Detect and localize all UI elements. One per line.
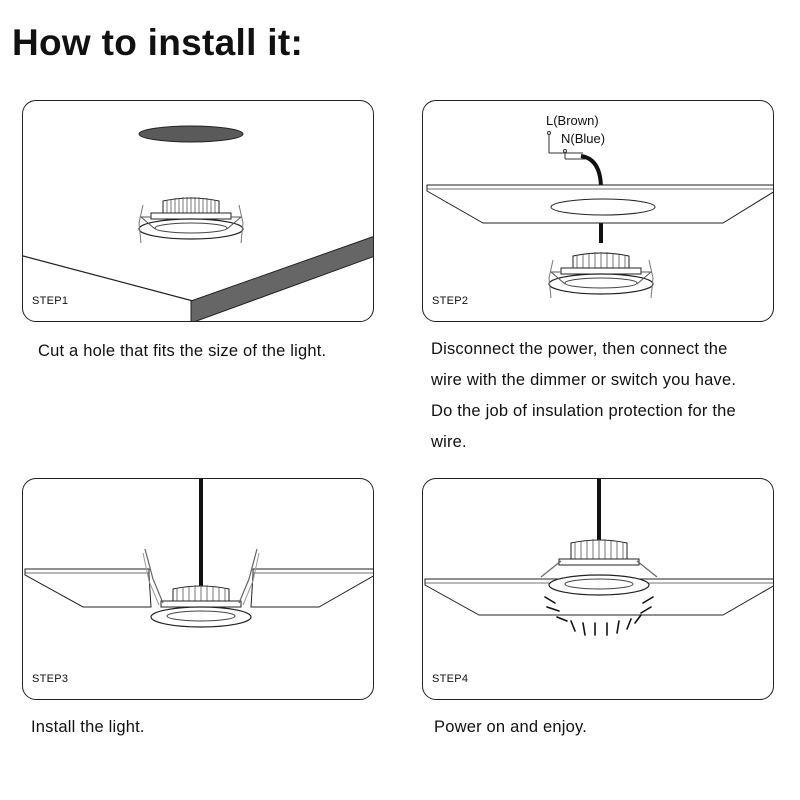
step3-illustration <box>24 479 373 628</box>
wire-leads <box>547 131 585 160</box>
caption-line: Cut a hole that fits the size of the lig… <box>38 342 327 360</box>
wire-label-live: L(Brown) <box>546 113 599 128</box>
step-label: STEP1 <box>32 295 69 307</box>
step4-illustration <box>424 479 773 636</box>
caption-line: Install the light. <box>31 718 145 736</box>
caption-line: Disconnect the power, then connect the <box>431 340 728 358</box>
ceiling-board-left <box>24 568 152 608</box>
step-label: STEP3 <box>32 673 69 685</box>
step2-caption: Disconnect the power, then connect the w… <box>431 334 736 458</box>
caption-line: Do the job of insulation protection for … <box>431 402 736 420</box>
downlight-fixture <box>548 252 654 299</box>
downlight-fixture <box>138 197 244 244</box>
downlight-fixture <box>142 548 260 628</box>
step2-panel: L(Brown) N(Blue) STEP2 <box>422 100 774 322</box>
ceiling-board-edge <box>190 236 373 321</box>
ceiling-hole <box>138 125 244 143</box>
step1-illustration <box>23 125 373 321</box>
ceiling-board <box>424 578 773 616</box>
downlight-fixture <box>540 539 658 596</box>
step3-caption: Install the light. <box>31 712 145 743</box>
wire-label-neutral: N(Blue) <box>561 131 605 146</box>
step4-caption: Power on and enjoy. <box>434 712 587 743</box>
step-label: STEP4 <box>432 673 469 685</box>
page-title: How to install it: <box>12 22 304 63</box>
step1-caption: Cut a hole that fits the size of the lig… <box>38 336 326 367</box>
ceiling-hole <box>550 198 656 216</box>
caption-line: wire. <box>431 433 467 451</box>
ceiling-board-right <box>250 568 373 608</box>
light-rays-icon <box>544 596 654 636</box>
step-label: STEP2 <box>432 295 469 307</box>
step4-panel: STEP4 <box>422 478 774 700</box>
step3-panel: STEP3 <box>22 478 374 700</box>
caption-line: wire with the dimmer or switch you have. <box>431 371 737 389</box>
step2-illustration: L(Brown) N(Blue) <box>426 113 773 299</box>
ceiling-edge <box>23 255 194 302</box>
step1-panel: STEP1 <box>22 100 374 322</box>
caption-line: Power on and enjoy. <box>434 718 588 736</box>
